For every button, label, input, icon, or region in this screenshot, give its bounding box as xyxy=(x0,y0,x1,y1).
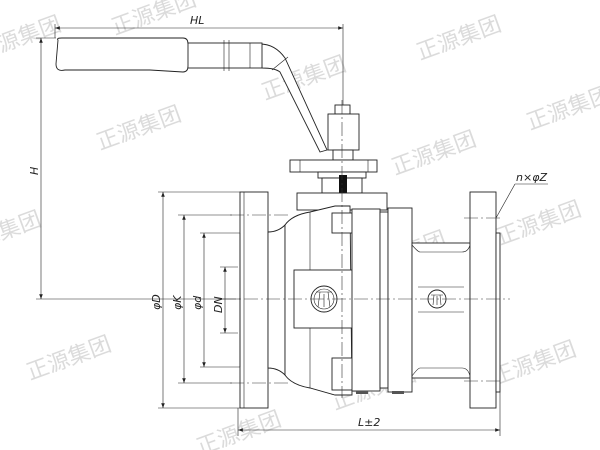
right-flange xyxy=(469,191,501,409)
centerlines xyxy=(222,100,510,398)
watermark: 正源集团 xyxy=(489,337,580,391)
watermark: 正源集团 xyxy=(194,407,285,450)
watermark: 正源集团 xyxy=(524,82,600,136)
handle-grip xyxy=(55,37,189,73)
dim-hl: HL xyxy=(190,14,204,27)
dim-l: L±2 xyxy=(358,416,380,429)
watermark: 正源集团 xyxy=(414,12,505,66)
watermark: 正源集团 xyxy=(389,127,480,181)
watermark: 正源集团 xyxy=(0,12,65,66)
dim-phi-k: φK xyxy=(171,295,184,310)
dim-h: H xyxy=(28,167,41,175)
dim-phi-d: φd xyxy=(191,295,204,310)
watermark: 正源集团 xyxy=(94,102,185,156)
watermark: 正源集团 xyxy=(494,197,585,251)
watermark: 正源集团 xyxy=(0,207,45,261)
lever-handle xyxy=(55,37,328,153)
bolt-nuts xyxy=(356,391,404,394)
watermark: 正源集团 xyxy=(109,0,200,41)
valve-body xyxy=(284,205,413,396)
watermark: 正源集团 xyxy=(24,332,115,386)
dimensions: HL H φD φK φd DN L±2 n×φZ xyxy=(28,14,548,436)
pipe-section xyxy=(411,242,471,379)
dim-bolt-holes: n×φZ xyxy=(516,171,547,184)
left-flange xyxy=(239,191,286,409)
dim-dn: DN xyxy=(212,296,225,313)
threaded-stem xyxy=(339,175,347,195)
dim-phi-d-outer: φD xyxy=(150,294,163,310)
